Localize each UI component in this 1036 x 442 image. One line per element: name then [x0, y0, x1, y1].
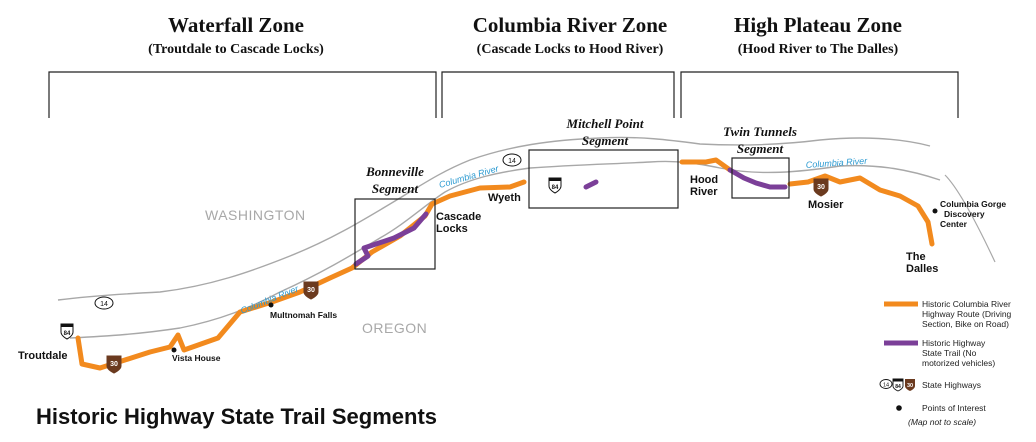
trail-segment-twin-tunnels	[727, 167, 788, 190]
bonneville-segment-box	[354, 198, 436, 270]
historic-route-west	[75, 179, 527, 371]
twin-tunnels-segment-label-1: Twin Tunnels	[723, 124, 797, 139]
town-the-dalles-1: The	[906, 251, 926, 263]
mitchell-point-segment-label-2: Segment	[582, 133, 629, 148]
town-the-dalles-2: Dalles	[906, 263, 938, 275]
washington-label: WASHINGTON	[205, 207, 306, 223]
town-cascade-locks-1: Cascade	[436, 211, 481, 223]
legend-state-shield-number: 14	[883, 383, 889, 389]
zone-bracket-high-plateau	[680, 71, 959, 118]
town-troutdale: Troutdale	[18, 350, 68, 362]
twin-tunnels-segment-label-2: Segment	[737, 141, 784, 156]
mitchell-point-segment-box	[528, 149, 679, 209]
historic-route-hood-river	[679, 157, 733, 173]
mitchell-point-segment-label-1: Mitchell Point	[566, 116, 644, 131]
bonneville-segment-label-1: Bonneville	[365, 164, 424, 179]
legend-poi-dot	[896, 405, 902, 411]
zone-title-waterfall: Waterfall Zone	[168, 13, 304, 37]
town-hood-river-2: River	[690, 186, 718, 198]
us-30-number-mosier: 30	[817, 184, 825, 191]
town-wyeth: Wyeth	[488, 192, 521, 204]
town-mosier: Mosier	[808, 199, 844, 211]
oregon-label: OREGON	[362, 320, 427, 336]
legend-trail-line-2: State Trail (No	[922, 348, 977, 358]
legend-trail-line-3: motorized vehicles)	[922, 358, 995, 368]
state-14-shield-west: 14	[94, 296, 114, 310]
vista-house-point	[171, 347, 177, 353]
state-14-number-west: 14	[100, 301, 108, 308]
discovery-center-label-1: Columbia Gorge	[940, 199, 1006, 209]
map-title: Historic Highway State Trail Segments	[36, 404, 437, 429]
zone-subtitle-waterfall: (Troutdale to Cascade Locks)	[148, 42, 324, 57]
legend-route-line-2: Highway Route (Driving	[922, 309, 1012, 319]
zone-subtitle-columbia-river: (Cascade Locks to Hood River)	[477, 42, 664, 57]
us-30-shield-multnomah: 30	[303, 281, 319, 300]
legend-route-line-3: Section, Bike on Road)	[922, 319, 1009, 329]
legend-highway-shields: 14 84 30	[879, 378, 915, 392]
multnomah-falls-label: Multnomah Falls	[270, 310, 337, 320]
trail-segment-bonneville	[353, 211, 429, 267]
town-cascade-locks-2: Locks	[436, 223, 468, 235]
zone-bracket-waterfall	[48, 71, 437, 118]
discovery-center-label-2: Discovery	[944, 209, 985, 219]
south-shoreline	[69, 160, 941, 339]
us-30-number-troutdale: 30	[110, 361, 118, 368]
us-30-shield-mosier: 30	[813, 178, 829, 197]
bonneville-segment-label-2: Segment	[372, 181, 419, 196]
us-30-number-multnomah: 30	[307, 287, 315, 294]
east-shoreline	[944, 174, 996, 263]
discovery-center-point	[932, 208, 938, 214]
vista-house-label: Vista House	[172, 353, 221, 363]
legend-scale-note: (Map not to scale)	[908, 417, 976, 427]
multnomah-falls-point	[268, 302, 274, 308]
interstate-84-shield-west: 84	[60, 323, 74, 340]
zone-title-high-plateau: High Plateau Zone	[734, 13, 902, 37]
legend-poi-label: Points of Interest	[922, 403, 986, 413]
interstate-84-number-east: 84	[552, 185, 559, 191]
legend-interstate-shield-number: 84	[895, 384, 901, 390]
state-14-shield-east: 14	[502, 153, 522, 167]
town-hood-river-1: Hood	[690, 174, 718, 186]
legend-highways-label: State Highways	[922, 380, 981, 390]
discovery-center-label-3: Center	[940, 219, 968, 229]
interstate-84-number-west: 84	[64, 331, 71, 337]
us-30-shield-troutdale: 30	[106, 355, 122, 374]
legend-trail-line-1: Historic Highway	[922, 338, 986, 348]
trail-segment-mitchell-point	[583, 179, 599, 190]
legend-route-line-1: Historic Columbia River	[922, 299, 1011, 309]
zone-bracket-columbia-river	[441, 71, 675, 118]
zone-title-columbia-river: Columbia River Zone	[473, 13, 667, 37]
state-14-number-east: 14	[508, 158, 516, 165]
interstate-84-shield-east: 84	[548, 177, 562, 194]
zone-subtitle-high-plateau: (Hood River to The Dalles)	[738, 42, 899, 57]
legend-us-shield-number: 30	[907, 383, 913, 389]
twin-tunnels-segment-box	[731, 157, 790, 199]
north-shoreline	[57, 136, 931, 301]
river-label-east: Columbia River	[805, 156, 868, 170]
